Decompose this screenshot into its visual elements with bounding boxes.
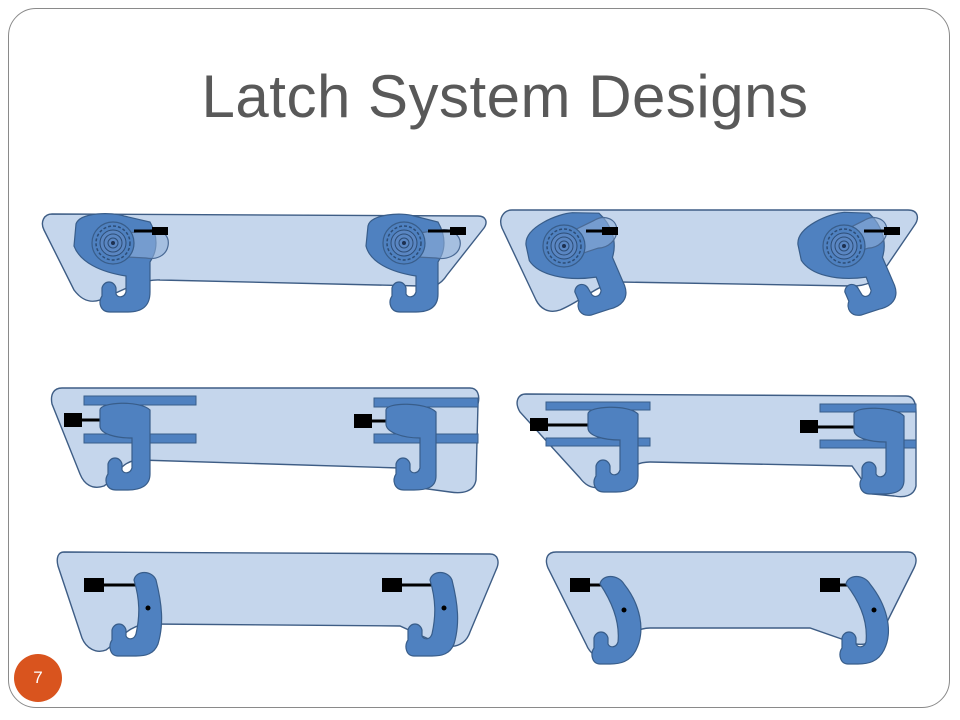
rotary-ratchet-latch-angled (500, 209, 919, 316)
pivot-hook-latch-straight (56, 551, 499, 657)
pivot-hook-latch-angled (545, 551, 917, 665)
rotary-ratchet-latch-straight (41, 213, 487, 313)
sliding-rail-latch-angled (516, 393, 917, 498)
sliding-rail-latch-straight (50, 387, 480, 494)
page-number-badge: 7 (14, 654, 62, 702)
slide-title: Latch System Designs (201, 63, 809, 130)
